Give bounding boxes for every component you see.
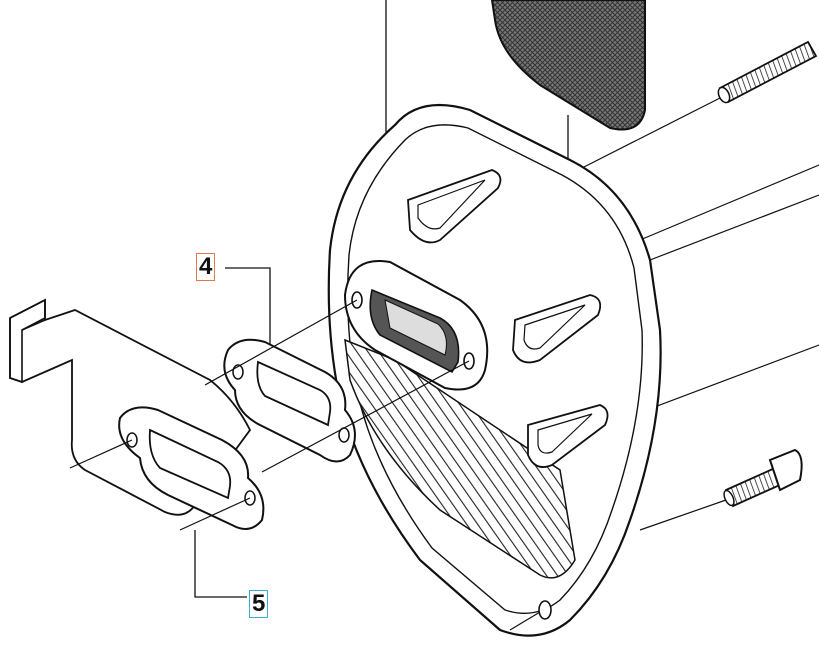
axis-line-mid-2	[649, 194, 819, 261]
alignment-line-left	[69, 439, 133, 469]
gasket-5[interactable]	[118, 406, 265, 530]
axis-line-upper	[581, 97, 721, 169]
axis-line-mid-1	[639, 164, 819, 241]
spark-arrestor-screen[interactable]	[490, 0, 646, 131]
alignment-line-lower-2	[261, 360, 470, 473]
axis-line-bottom	[509, 611, 541, 631]
stud-bolt-upper[interactable]	[716, 40, 818, 104]
callout-4-leader	[225, 267, 271, 345]
alignment-line-lower	[179, 497, 251, 531]
callout-label-4[interactable]: 4	[196, 253, 216, 281]
callout-label-5[interactable]: 5	[249, 590, 269, 618]
gasket-4[interactable]	[223, 338, 356, 463]
axis-line-lower	[639, 499, 727, 531]
muffler-bolt-lower[interactable]	[722, 448, 803, 508]
alignment-line-upper	[204, 299, 358, 386]
muffler[interactable]	[327, 103, 662, 637]
callout-5-leader	[194, 530, 247, 598]
